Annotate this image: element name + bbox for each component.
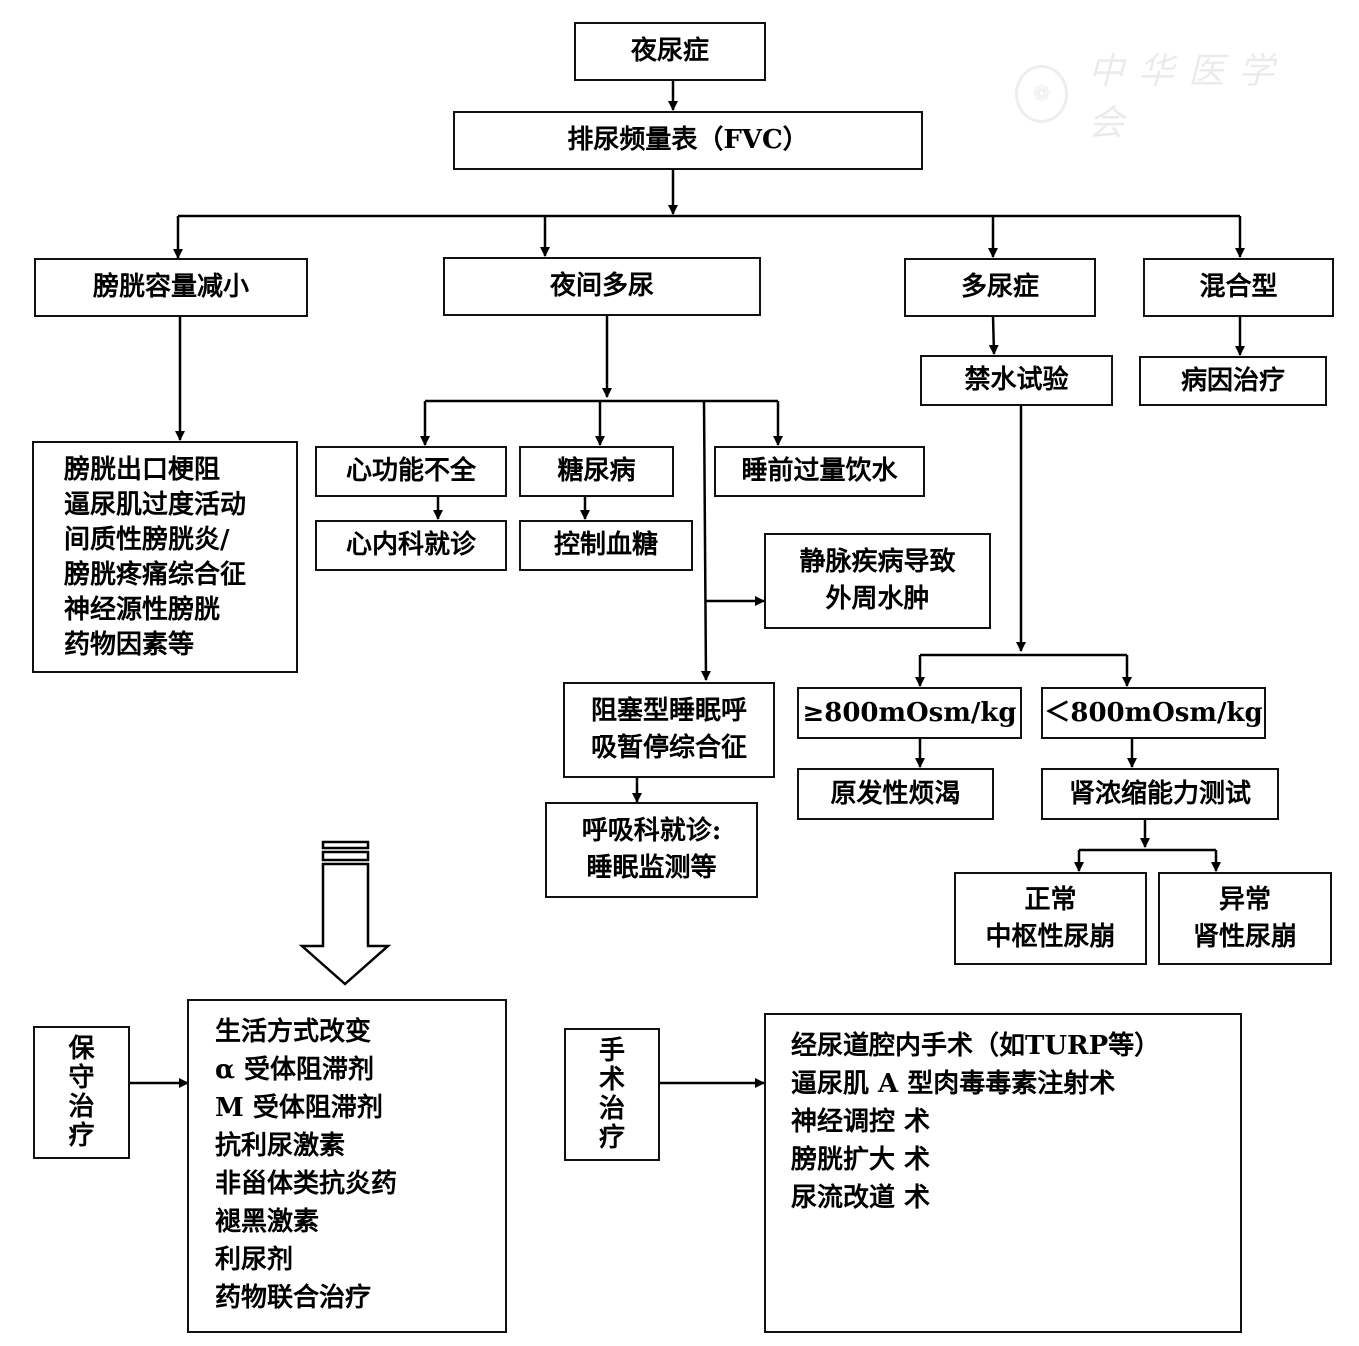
node-etiology-treatment: 病因治疗 bbox=[1139, 356, 1327, 406]
node-surgical-treatment: 手 术 治 疗 bbox=[564, 1028, 660, 1161]
node-nocturia: 夜尿症 bbox=[574, 22, 766, 81]
treatment-item: α 受体阻滞剂 bbox=[215, 1055, 375, 1085]
node-respiratory: 呼吸科就诊: 睡眠监测等 bbox=[545, 802, 758, 898]
node-label: 异常 bbox=[1218, 884, 1271, 915]
arrow-to-water-deprivation bbox=[988, 315, 999, 355]
node-label: 肾性尿崩 bbox=[1192, 921, 1297, 952]
node-label: ≥800mOsm/kg bbox=[802, 697, 1017, 728]
node-surgical-items: 经尿道腔内手术（如TURP等） 逼尿肌 A 型肉毒毒素注射术 神经调控 术 膀胱… bbox=[764, 1013, 1242, 1333]
label-char: 手 bbox=[598, 1035, 625, 1066]
cause-item: 药物因素等 bbox=[64, 630, 195, 660]
node-label: 睡眠监测等 bbox=[586, 853, 717, 883]
treatment-item: 逼尿肌 A 型肉毒毒素注射术 bbox=[791, 1069, 1116, 1099]
node-glucose-control: 控制血糖 bbox=[519, 520, 693, 571]
node-label: 正常 bbox=[1024, 884, 1077, 915]
node-water-deprivation: 禁水试验 bbox=[920, 355, 1113, 406]
node-nocturnal-polyuria: 夜间多尿 bbox=[443, 257, 761, 316]
node-polyuria: 多尿症 bbox=[904, 258, 1096, 317]
node-conservative-treatment: 保 守 治 疗 bbox=[33, 1026, 130, 1159]
label-char: 术 bbox=[598, 1064, 625, 1095]
node-label: 呼吸科就诊: bbox=[581, 816, 722, 846]
node-label: 睡前过量饮水 bbox=[741, 456, 898, 486]
node-label: 外周水肿 bbox=[825, 584, 930, 614]
label-char: 疗 bbox=[598, 1122, 625, 1153]
node-label: 原发性烦渴 bbox=[830, 778, 961, 809]
node-label: 糖尿病 bbox=[557, 456, 636, 486]
node-label: 心内科就诊 bbox=[345, 530, 476, 560]
label-char: 保 bbox=[68, 1033, 95, 1064]
node-label: 阻塞型睡眠呼 bbox=[590, 696, 747, 726]
node-heart-failure: 心功能不全 bbox=[315, 446, 507, 497]
node-bladder-capacity: 膀胱容量减小 bbox=[34, 258, 308, 317]
treatment-item: 膀胱扩大 术 bbox=[791, 1145, 931, 1175]
label-char: 疗 bbox=[68, 1120, 95, 1151]
cause-item: 膀胱疼痛综合征 bbox=[64, 560, 247, 590]
watermark-text: 中华医学会 bbox=[1088, 51, 1289, 144]
node-osas: 阻塞型睡眠呼 吸暂停综合征 bbox=[563, 682, 775, 778]
node-conservative-items: 生活方式改变 α 受体阻滞剂 M 受体阻滞剂 抗利尿激素 非甾体类抗炎药 褪黑激… bbox=[187, 999, 507, 1333]
node-renal-di: 异常 肾性尿崩 bbox=[1158, 872, 1332, 965]
node-label: 中枢性尿崩 bbox=[985, 921, 1116, 952]
node-bladder-causes: 膀胱出口梗阻 逼尿肌过度活动 间质性膀胱炎/ 膀胱疼痛综合征 神经源性膀胱 药物… bbox=[32, 441, 298, 673]
watermark: ❁ 中华医学会 bbox=[1015, 51, 1315, 144]
node-label: 禁水试验 bbox=[964, 365, 1069, 395]
treatment-item: 药物联合治疗 bbox=[215, 1283, 372, 1313]
node-mixed: 混合型 bbox=[1143, 258, 1334, 317]
treatment-item: 尿流改道 术 bbox=[791, 1183, 931, 1213]
treatment-item: M 受体阻滞剂 bbox=[215, 1093, 383, 1123]
node-ge800: ≥800mOsm/kg bbox=[797, 687, 1022, 739]
treatment-item: 抗利尿激素 bbox=[215, 1131, 346, 1161]
cause-item: 逼尿肌过度活动 bbox=[64, 490, 247, 520]
node-diabetes: 糖尿病 bbox=[519, 446, 674, 497]
node-label: 夜尿症 bbox=[630, 36, 709, 66]
society-logo-icon: ❁ bbox=[1015, 65, 1069, 123]
node-label: 心功能不全 bbox=[345, 456, 476, 486]
label-char: 守 bbox=[68, 1062, 95, 1093]
node-label: 病因治疗 bbox=[1180, 365, 1285, 396]
node-label: ＜800mOsm/kg bbox=[1044, 697, 1263, 728]
node-label: 吸暂停综合征 bbox=[590, 733, 747, 763]
node-primary-polydipsia: 原发性烦渴 bbox=[797, 768, 994, 820]
cause-item: 神经源性膀胱 bbox=[64, 595, 221, 625]
connector-np-vertical bbox=[700, 400, 711, 681]
node-label: 膀胱容量减小 bbox=[92, 272, 249, 302]
label-char: 治 bbox=[598, 1093, 625, 1124]
node-label: 混合型 bbox=[1199, 272, 1278, 302]
cause-item: 膀胱出口梗阻 bbox=[64, 455, 221, 485]
label-char: 治 bbox=[68, 1091, 95, 1122]
node-label: 肾浓缩能力测试 bbox=[1068, 778, 1251, 809]
node-label: 排尿频量表（FVC） bbox=[567, 125, 809, 155]
treatment-item: 神经调控 术 bbox=[791, 1107, 931, 1137]
cause-item: 间质性膀胱炎/ bbox=[64, 525, 230, 555]
node-central-di: 正常 中枢性尿崩 bbox=[954, 872, 1147, 965]
node-label: 控制血糖 bbox=[553, 530, 658, 560]
node-label: 多尿症 bbox=[960, 272, 1039, 302]
treatment-item: 生活方式改变 bbox=[215, 1017, 372, 1047]
treatment-item: 经尿道腔内手术（如TURP等） bbox=[791, 1031, 1161, 1061]
treatment-item: 利尿剂 bbox=[215, 1245, 294, 1275]
treatment-item: 非甾体类抗炎药 bbox=[215, 1169, 398, 1199]
node-fvc: 排尿频量表（FVC） bbox=[453, 111, 923, 170]
node-cardiology: 心内科就诊 bbox=[315, 520, 507, 571]
node-label: 夜间多尿 bbox=[549, 271, 654, 301]
node-bedtime-drinking: 睡前过量饮水 bbox=[714, 446, 925, 497]
node-label: 静脉疾病导致 bbox=[799, 547, 956, 577]
treatment-item: 褪黑激素 bbox=[215, 1207, 320, 1237]
node-lt800: ＜800mOsm/kg bbox=[1041, 687, 1266, 739]
node-renal-concentration: 肾浓缩能力测试 bbox=[1041, 768, 1279, 820]
node-venous-edema: 静脉疾病导致 外周水肿 bbox=[764, 533, 991, 629]
big-down-arrow-icon bbox=[298, 840, 392, 986]
